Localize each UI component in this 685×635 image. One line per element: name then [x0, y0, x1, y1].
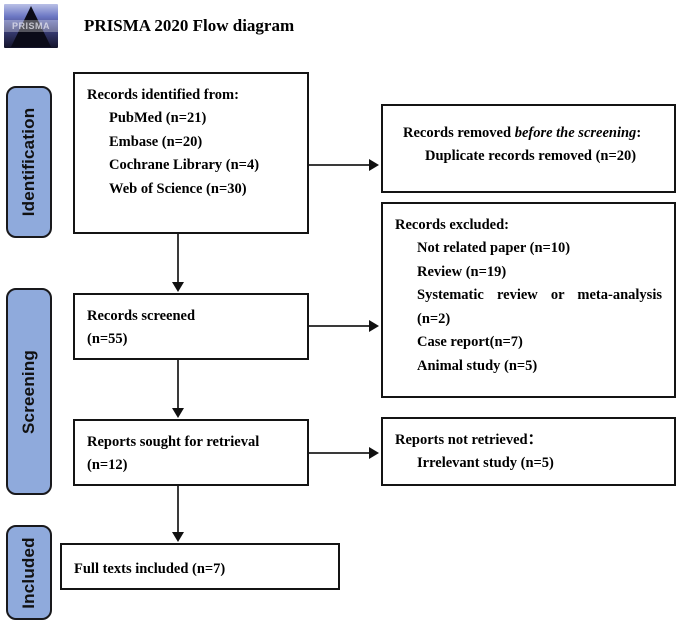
reports-sought-count: (n=12): [87, 457, 128, 474]
logo-wordmark: PRISMA: [11, 21, 50, 31]
records-excluded-reason-animal-study: Animal study (n=5): [417, 357, 538, 374]
records-removed-heading: Records removed before the screening:: [395, 122, 662, 145]
connector-reports-sought-to-full-texts: [177, 486, 179, 534]
reports-not-retrieved-reason: Irrelevant study (n=5): [417, 455, 554, 472]
connector-screened-to-reports-sought: [177, 360, 179, 410]
node-records-removed: Records removed before the screening: Du…: [381, 104, 676, 193]
records-excluded-heading: Records excluded:: [395, 217, 509, 233]
records-removed-heading-emphasis: before the screening: [514, 125, 637, 141]
stage-included-label: Included: [19, 536, 38, 609]
records-screened-heading: Records screened: [87, 308, 196, 324]
node-records-excluded: Records excluded: Not related paper (n=1…: [381, 202, 676, 398]
stage-included: Included: [6, 525, 52, 620]
connector-screened-to-excluded: [309, 325, 371, 327]
connector-identified-to-screened: [177, 234, 179, 284]
connector-identified-to-removed: [309, 164, 371, 166]
stage-identification-label: Identification: [19, 107, 38, 217]
records-excluded-reason-review: Review (n=19): [417, 263, 507, 280]
records-identified-source-cochrane: Cochrane Library (n=4): [109, 157, 260, 174]
arrowhead-identified-to-screened: [172, 282, 184, 292]
arrowhead-identified-to-removed: [369, 159, 379, 171]
records-identified-source-embase: Embase (n=20): [109, 133, 203, 150]
arrowhead-reports-sought-to-full-texts: [172, 532, 184, 542]
arrowhead-screened-to-reports-sought: [172, 408, 184, 418]
reports-not-retrieved-heading: Reports not retrieved：: [395, 432, 543, 448]
full-texts-included-heading: Full texts included (n=7): [74, 561, 226, 577]
node-records-screened: Records screened (n=55): [73, 293, 309, 360]
records-screened-count: (n=55): [87, 331, 128, 348]
records-excluded-reason-case-report: Case report(n=7): [417, 334, 523, 351]
node-reports-sought: Reports sought for retrieval (n=12): [73, 419, 309, 486]
node-records-identified: Records identified from: PubMed (n=21) E…: [73, 72, 309, 234]
node-full-texts-included: Full texts included (n=7): [60, 543, 340, 590]
arrowhead-reports-sought-to-not-retrieved: [369, 447, 379, 459]
prism-triangle-icon: [11, 6, 51, 47]
records-removed-duplicates: Duplicate records removed (n=20): [425, 148, 637, 165]
records-excluded-reason-systematic-review-count: (n=2): [417, 310, 451, 327]
arrowhead-screened-to-excluded: [369, 320, 379, 332]
stage-screening: Screening: [6, 288, 52, 495]
prisma-logo: PRISMA: [4, 4, 58, 48]
records-identified-source-pubmed: PubMed (n=21): [109, 110, 207, 127]
connector-reports-sought-to-not-retrieved: [309, 452, 371, 454]
records-identified-source-wos: Web of Science (n=30): [109, 180, 247, 197]
page-title: PRISMA 2020 Flow diagram: [84, 16, 295, 35]
records-excluded-reason-systematic-review: Systematic review or meta-analysis: [417, 287, 662, 304]
reports-sought-heading: Reports sought for retrieval: [87, 434, 260, 450]
records-removed-heading-prefix: Records removed: [403, 125, 515, 141]
records-removed-heading-suffix: :: [636, 125, 642, 141]
logo-band: [4, 20, 58, 32]
records-identified-heading: Records identified from:: [87, 87, 239, 103]
node-reports-not-retrieved: Reports not retrieved： Irrelevant study …: [381, 417, 676, 486]
stage-screening-label: Screening: [19, 349, 38, 434]
records-excluded-reason-not-related: Not related paper (n=10): [417, 240, 571, 257]
stage-identification: Identification: [6, 86, 52, 238]
